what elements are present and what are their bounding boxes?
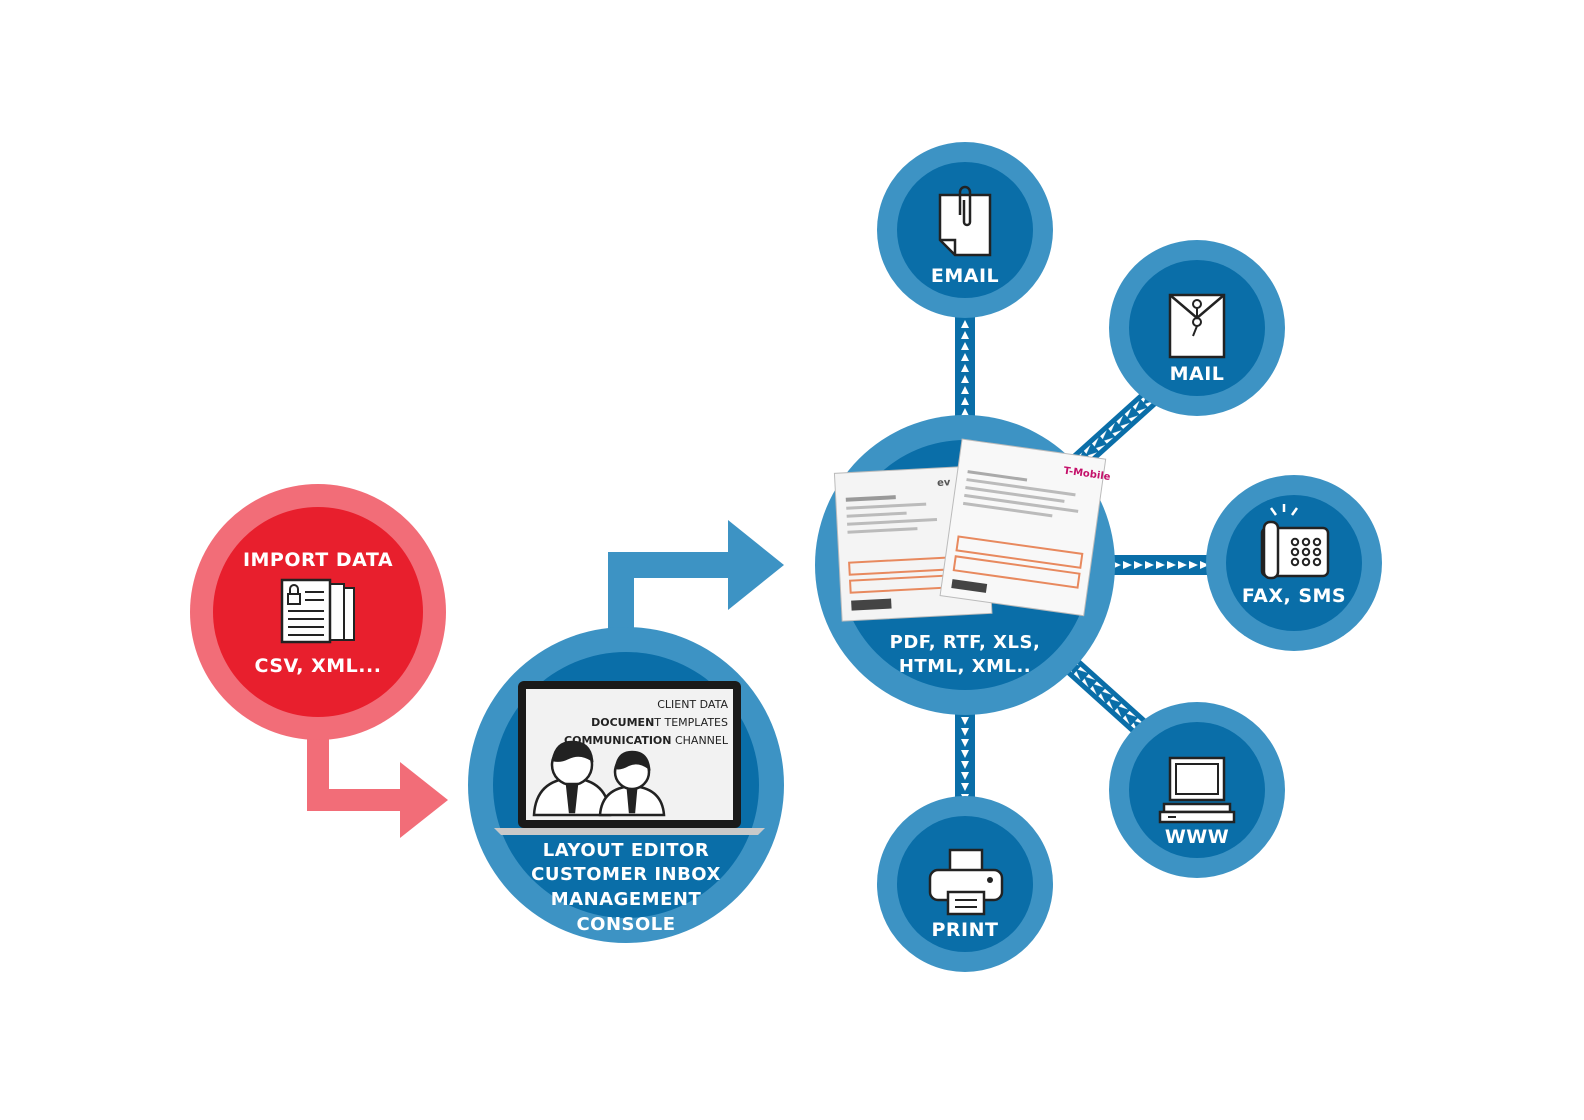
documents-icon xyxy=(280,578,355,644)
email-label: EMAIL xyxy=(931,265,999,287)
import-to-console-arrow xyxy=(307,715,448,838)
email-node: EMAIL xyxy=(877,142,1053,318)
formats-hub-node: ev T-Mobile xyxy=(815,415,1115,715)
print-node: PRINT xyxy=(877,796,1053,972)
console-node: CLIENT DATA DOCUMENT TEMPLATES COMMUNICA… xyxy=(468,627,784,943)
fax-sms-label: FAX, SMS xyxy=(1242,585,1346,607)
screen-line-client-data: CLIENT DATA xyxy=(657,698,728,711)
import-title: IMPORT DATA xyxy=(243,549,393,571)
console-label-3: MANAGEMENT xyxy=(551,889,702,910)
invoice-documents: ev T-Mobile xyxy=(833,438,1111,622)
envelope-icon xyxy=(1168,293,1226,359)
people-icon xyxy=(532,740,666,817)
phone-icon xyxy=(1260,504,1330,580)
print-label: PRINT xyxy=(932,919,999,941)
doc-logo: ev xyxy=(937,477,951,489)
formats-line-1: PDF, RTF, XLS, xyxy=(890,632,1041,653)
spoke-print xyxy=(955,690,975,825)
console-label-2: CUSTOMER INBOX xyxy=(531,864,721,885)
spoke-email xyxy=(955,290,975,450)
screen-line-templates: DOCUMENT TEMPLATES xyxy=(591,716,728,729)
mail-label: MAIL xyxy=(1170,363,1225,385)
desktop-computer-icon xyxy=(1158,756,1236,824)
console-label-4: CONSOLE xyxy=(576,914,675,935)
mail-node: MAIL xyxy=(1109,240,1285,416)
www-label: WWW xyxy=(1165,826,1229,848)
fax-sms-node: FAX, SMS xyxy=(1206,475,1382,651)
console-to-formats-arrow xyxy=(608,520,784,650)
import-subtitle: CSV, XML... xyxy=(255,655,382,677)
screen-line-channel: COMMUNICATION CHANNEL xyxy=(564,734,729,747)
printer-icon xyxy=(928,848,1004,916)
www-node: WWW xyxy=(1109,702,1285,878)
console-label-1: LAYOUT EDITOR xyxy=(543,840,709,861)
formats-line-2: HTML, XML.. xyxy=(899,656,1031,677)
paperclip-document-icon xyxy=(938,185,992,257)
import-data-node: IMPORT DATA CSV, XML... xyxy=(190,484,446,740)
